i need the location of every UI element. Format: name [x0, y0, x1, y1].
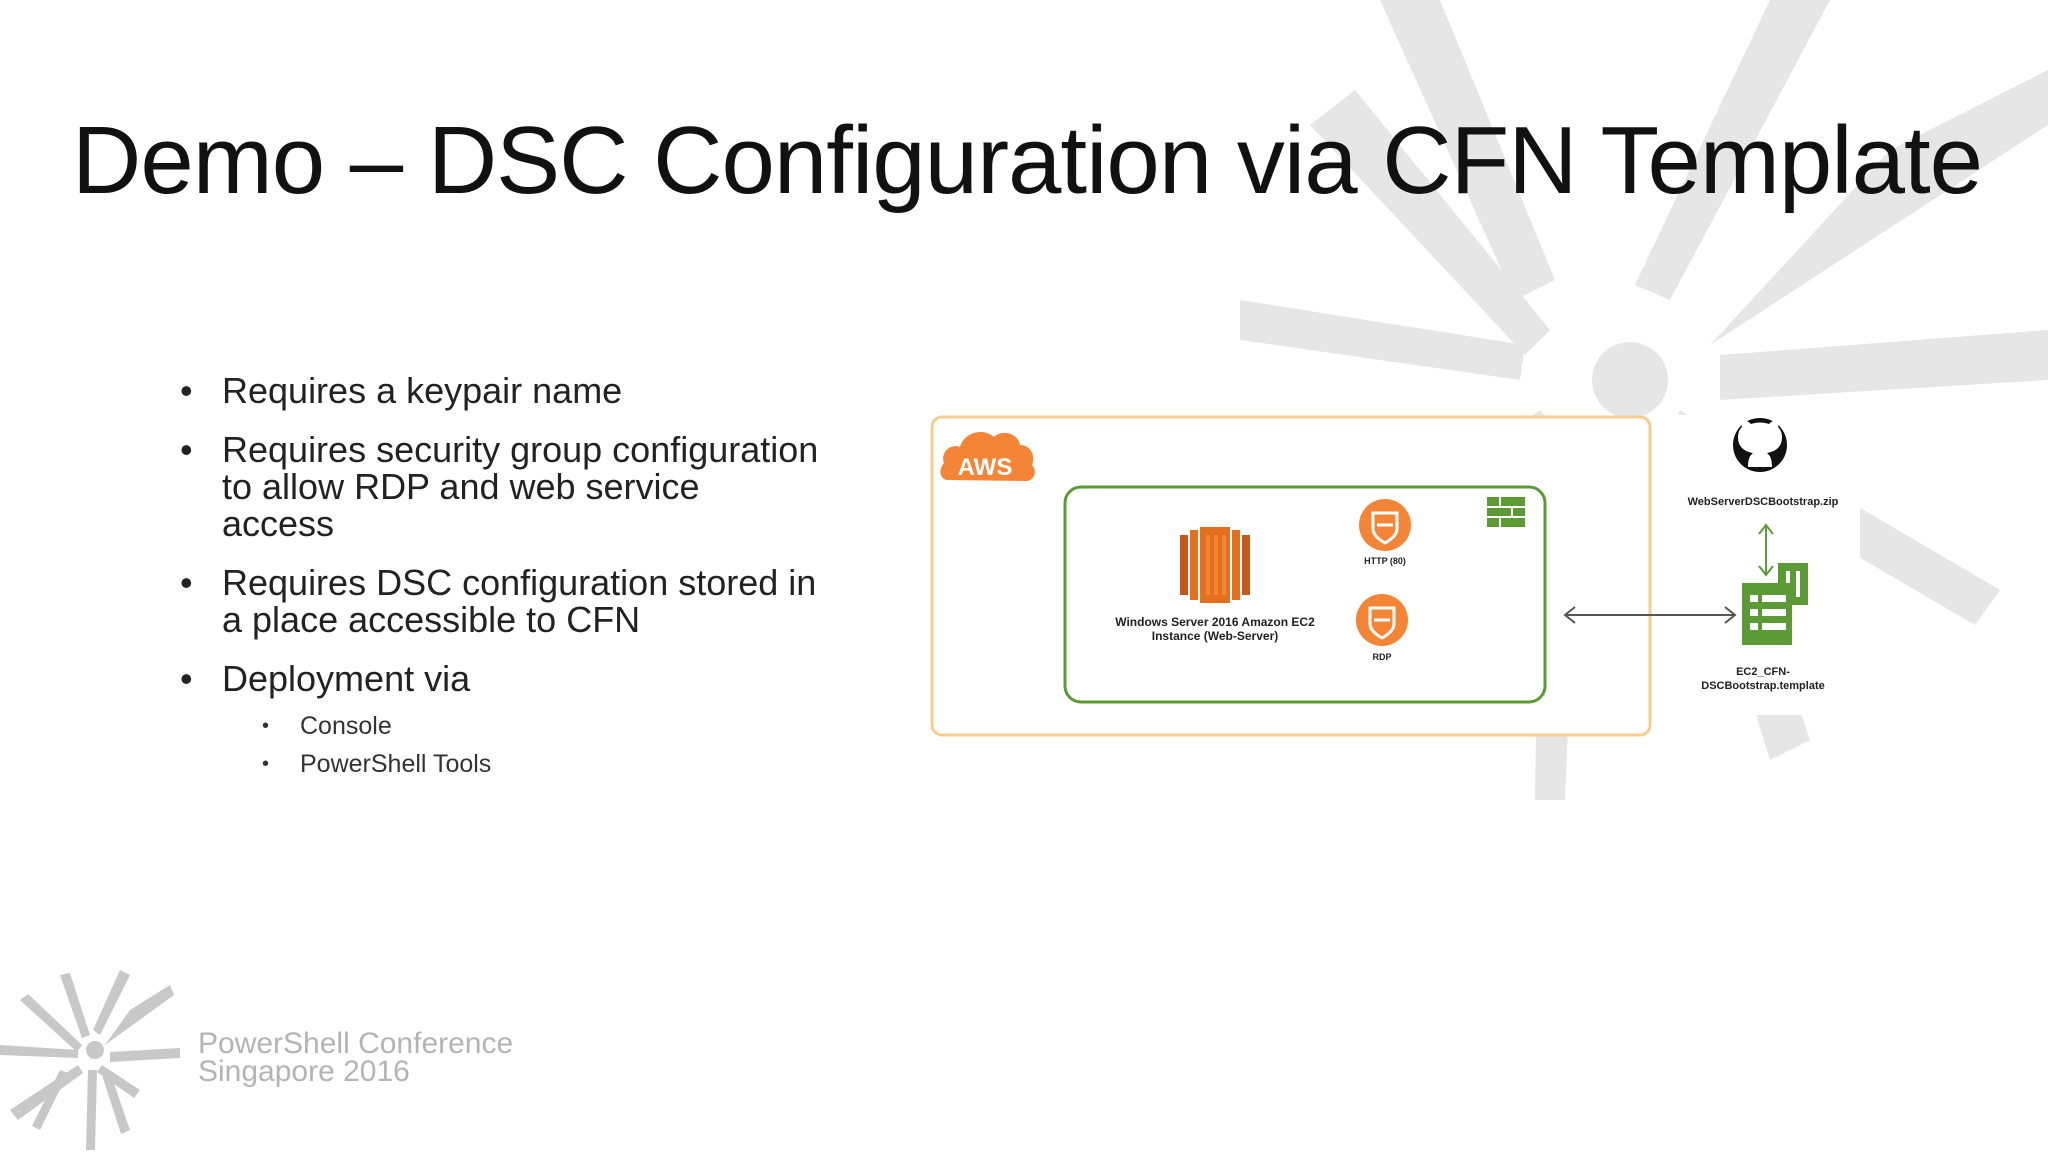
http-label: HTTP (80) [1364, 556, 1406, 566]
aws-cloud-label: AWS [958, 454, 1013, 481]
bullet-list: Requires a keypair name Requires securit… [180, 372, 820, 805]
architecture-diagram: AWS Windows Server 2016 Amazon EC2 Insta… [930, 415, 1860, 737]
bullet-deployment: Deployment via Console PowerShell Tools [180, 660, 820, 783]
bullet-keypair: Requires a keypair name [180, 372, 820, 409]
firewall-icon [1487, 497, 1525, 527]
ec2-instance-icon [1180, 527, 1250, 603]
footer-text: PowerShell Conference Singapore 2016 [198, 1027, 514, 1088]
vpc-box [1063, 485, 1547, 704]
aws-cloud-icon: AWS [940, 432, 1035, 481]
powershell-conference-logo-icon [0, 970, 180, 1150]
footer-line2: Singapore 2016 [198, 1055, 410, 1088]
rdp-label: RDP [1372, 652, 1391, 662]
instance-label-line2: Instance (Web-Server) [1152, 629, 1279, 643]
instance-label-line1: Windows Server 2016 Amazon EC2 [1115, 615, 1315, 629]
github-icon [1733, 418, 1787, 472]
sub-bullet-console: Console [262, 707, 820, 745]
slide-title: Demo – DSC Configuration via CFN Templat… [72, 107, 1983, 214]
rdp-security-icon [1356, 594, 1408, 646]
bullet-deployment-label: Deployment via [222, 658, 471, 699]
bullet-dsc-configuration: Requires DSC configuration stored in a p… [180, 564, 820, 638]
deployment-sub-list: Console PowerShell Tools [222, 707, 820, 783]
cloudformation-template-icon [1742, 563, 1808, 645]
zip-label: WebServerDSCBootstrap.zip [1688, 496, 1839, 508]
sub-bullet-powershell-tools: PowerShell Tools [262, 745, 820, 783]
template-label-line1: EC2_CFN- [1736, 666, 1790, 678]
footer-line1: PowerShell Conference [198, 1027, 514, 1060]
template-label-line2: DSCBootstrap.template [1701, 680, 1824, 692]
vertical-double-arrow [1758, 523, 1774, 577]
http-security-icon [1359, 499, 1411, 551]
horizontal-double-arrow [1563, 606, 1737, 624]
bullet-security-group: Requires security group configuration to… [180, 431, 820, 542]
